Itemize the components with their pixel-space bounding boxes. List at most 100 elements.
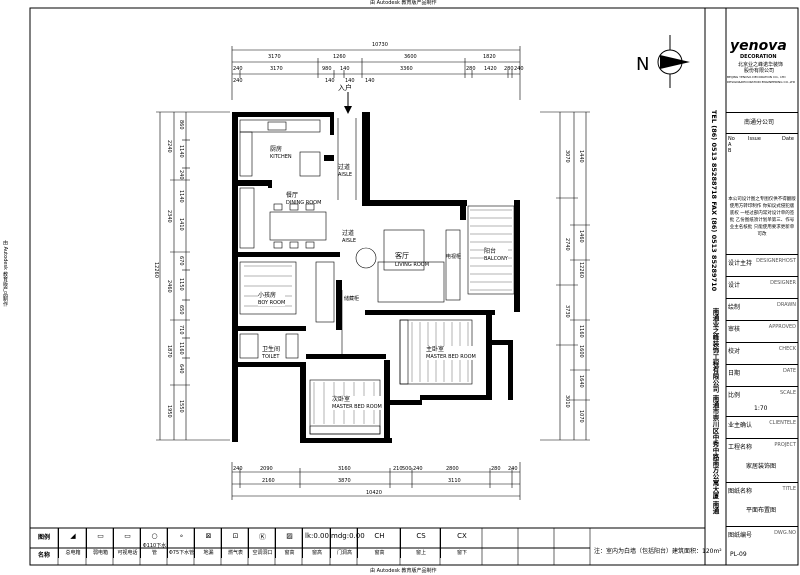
company-cn-small: 北京业之峰诺华装饰 [738, 62, 784, 68]
dim-top2-4: 140 [340, 66, 350, 72]
label-tv-cabinet: 电视柜 [446, 254, 462, 260]
plan-walls [232, 112, 520, 443]
legend-name-header: 名称 [38, 552, 51, 559]
left-caption: 由 Autodesk 教育版产品制作 [2, 240, 8, 307]
dim-right-in-2: 1460 [578, 230, 584, 243]
dim-right-in-6: 1070 [578, 410, 584, 423]
legend-item: ▭可视电话 [113, 528, 141, 558]
logo-text: yenova [730, 38, 787, 54]
dim-top-total: 10730 [372, 42, 388, 48]
legend-item: ▨窗高 [275, 528, 303, 558]
legend-item: ◢总电箱 [58, 528, 87, 558]
company-cn-small2: 股份有限公司 [744, 68, 775, 74]
north-arrow [657, 35, 690, 88]
legend-title: 图例 [38, 534, 51, 541]
dim-left-3: 2460 [166, 280, 172, 293]
north-label: N [636, 54, 649, 75]
dim-bot-1: 240 [233, 466, 243, 472]
dim-bot-5: 500 [402, 466, 412, 472]
dim-top-3: 3600 [404, 54, 417, 60]
dim-left-in-7: 1150 [178, 278, 184, 291]
dim-top3-1: 240 [233, 78, 243, 84]
top-dimension-lines [231, 46, 521, 100]
top-caption: 由 Autodesk 教育版产品制作 [370, 0, 437, 6]
side-address: 南通业之峰装饰工程有限公司 南通市崇川区中秀中路南方公寓大厦 南通 [711, 308, 719, 515]
left-dimension-lines [156, 111, 230, 441]
dim-left-in-10: 1160 [178, 342, 184, 355]
dim-top2-1: 240 [233, 66, 243, 72]
rev-b: B [728, 148, 732, 154]
dim-left-in-1: 860 [178, 120, 184, 130]
dim-left-in-5: 1410 [178, 218, 184, 231]
scale-value: 1:70 [754, 405, 768, 412]
dim-left-in-4: 1140 [178, 190, 184, 203]
dim-right-2: 2740 [564, 238, 570, 251]
dim-top-2: 1260 [333, 54, 346, 60]
dim-bot-2: 2090 [260, 466, 273, 472]
bottom-dimension-lines [231, 462, 521, 500]
dim-top2-2: 3170 [270, 66, 283, 72]
dim-right-4: 3010 [564, 395, 570, 408]
dim-top3-4: 140 [365, 78, 375, 84]
area-note: 注：室内为白墙（包括阳台）建筑面积：120m² [594, 548, 722, 555]
plan-hatching [244, 209, 512, 424]
dim-left-total: 12260 [153, 262, 159, 278]
dim-bot-total: 10420 [366, 490, 382, 496]
dim-left-4: 1870 [166, 345, 172, 358]
dim-bot-9: 240 [508, 466, 518, 472]
rev-a: A [728, 142, 732, 148]
dim-left-in-9: 710 [178, 325, 184, 335]
project-name: 家居装饰图 [746, 463, 777, 470]
dim-top2-8: 280 [504, 66, 514, 72]
dim-right-in-5: 1640 [578, 375, 584, 388]
dim-top3-2: 140 [325, 78, 335, 84]
dim-top3-3: 140 [345, 78, 355, 84]
branch-row: 南通分公司 [726, 112, 798, 134]
dim-top2-6: 280 [466, 66, 476, 72]
legend-item: ▭弱电箱 [86, 528, 114, 558]
dim-top2-7: 1420 [484, 66, 497, 72]
dim-right-in-3: 1160 [578, 325, 584, 338]
rev-no: No [728, 136, 735, 142]
dim-right-in-4: 1600 [578, 345, 584, 358]
dim-bot2-3: 3110 [448, 478, 461, 484]
dim-bot-3: 3160 [338, 466, 351, 472]
dim-left-5: 1950 [166, 405, 172, 418]
rev-issue: Issue [748, 136, 761, 142]
dim-right-total: 12260 [578, 262, 584, 278]
dim-top2-3: 980 [322, 66, 332, 72]
dim-left-in-6: 670 [178, 256, 184, 266]
dim-bot2-2: 3870 [338, 478, 351, 484]
dim-right-in-1: 1440 [578, 150, 584, 163]
label-storage: 储藏柜 [344, 296, 360, 302]
dim-right-1: 3070 [564, 150, 570, 163]
outer-frame [29, 7, 799, 566]
dim-left-in-12: 1550 [178, 400, 184, 413]
drawing-no: PL-09 [730, 551, 747, 558]
dim-bot-4: 210 [393, 466, 403, 472]
logo-sub: DECORATION [740, 54, 777, 60]
legend-item: ○Φ110下水管 [140, 528, 168, 558]
dim-top2-5: 3360 [400, 66, 413, 72]
right-dimension-lines [540, 111, 590, 441]
